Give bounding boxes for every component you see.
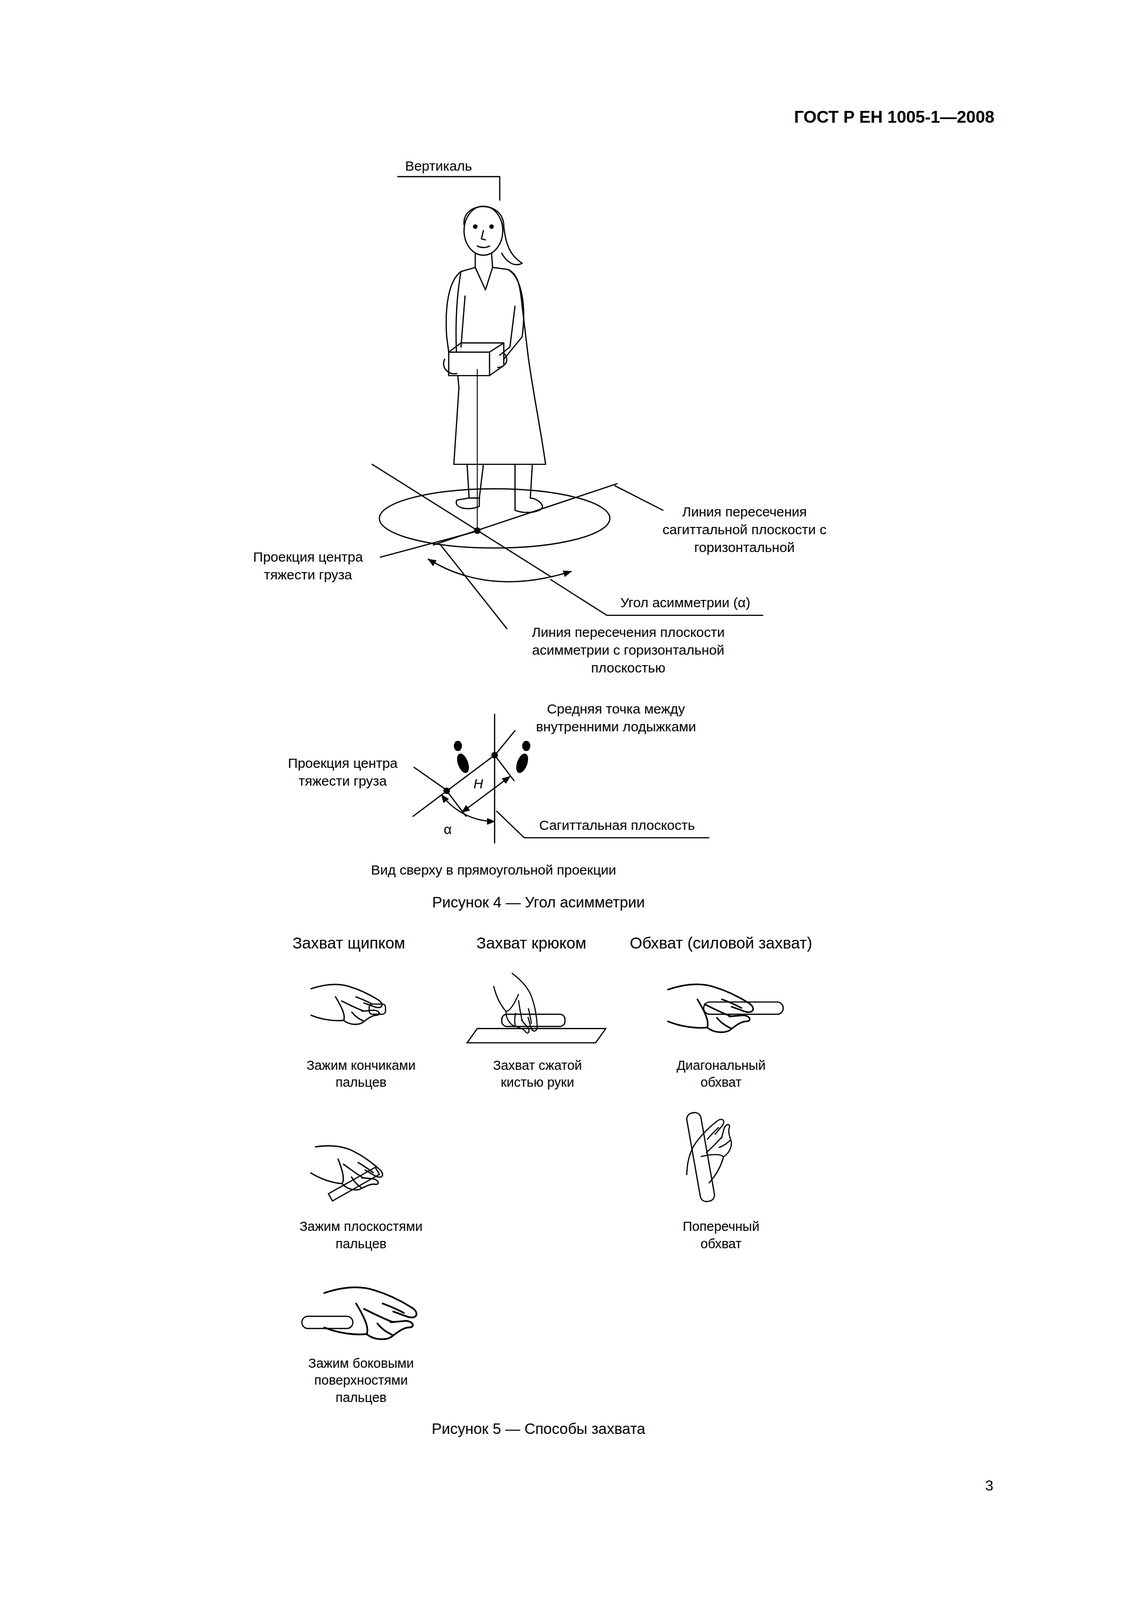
woman-figure	[372, 176, 763, 629]
grip-caption: Поперечный обхват	[665, 1217, 777, 1252]
grip-group-heading: Захват крюком	[444, 932, 618, 954]
leader-label-text: Угол асимметрии (α)	[620, 594, 751, 610]
grip-group-heading-text: Захват крюком	[476, 933, 587, 952]
figure-caption: Рисунок 4 — Угол асимметрии	[354, 892, 722, 913]
grip-caption-text: Захват сжатой кистью руки	[492, 1057, 582, 1090]
grip-group-heading-text: Захват щипком	[292, 933, 405, 952]
angle-label: α	[439, 819, 457, 838]
grip-caption: Захват сжатой кистью руки	[476, 1056, 599, 1091]
leader-label: Угол асимметрии (α)	[599, 593, 772, 612]
page-number-text: 3	[985, 1476, 994, 1494]
dimension-label: H	[470, 775, 487, 793]
angle-label-text: α	[443, 821, 452, 837]
grip-caption-text: Зажим боковыми поверхностями пальцев	[308, 1355, 415, 1405]
leader-label-text: Сагиттальная плоскость	[539, 817, 695, 833]
figure-label-text: Вертикаль	[404, 158, 473, 174]
grip-caption-text: Диагональный обхват	[676, 1057, 766, 1090]
figure-caption: Рисунок 5 — Способы захвата	[354, 1418, 722, 1439]
grip-group-heading: Обхват (силовой захват)	[593, 932, 849, 954]
leader-label: Линия пересечения сагиттальной плоскости…	[648, 502, 841, 556]
grip-caption: Зажим боковыми поверхностями пальцев	[290, 1354, 431, 1406]
grip-group-heading: Захват щипком	[262, 932, 436, 954]
view-note: Вид сверху в прямоугольной проекции	[320, 860, 667, 879]
grip-caption: Зажим плоскостями пальцев	[280, 1217, 441, 1252]
leader-label: Проекция центра тяжести груза	[238, 547, 378, 584]
figure-label: Вертикаль	[391, 156, 486, 175]
leader-label-text: Линия пересечения плоскости асимметрии с…	[531, 624, 725, 675]
document-header-text: ГОСТ Р ЕН 1005-1—2008	[793, 107, 995, 127]
figure-caption-text: Рисунок 4 — Угол асимметрии	[432, 893, 645, 911]
leader-label: Сагиттальная плоскость	[518, 815, 715, 834]
leader-label: Проекция центра тяжести груза	[272, 753, 413, 790]
leader-label-text: Линия пересечения сагиттальной плоскости…	[662, 503, 827, 555]
leader-label-text: Средняя точка между внутренними лодыжкам…	[535, 700, 696, 734]
document-header: ГОСТ Р ЕН 1005-1—2008	[657, 106, 995, 129]
grip-caption-text: Поперечный обхват	[682, 1218, 760, 1251]
grip-group-heading-text: Обхват (силовой захват)	[629, 933, 813, 952]
page-number: 3	[976, 1475, 1002, 1495]
leader-label-text: Проекция центра тяжести груза	[287, 755, 398, 789]
view-note-text: Вид сверху в прямоугольной проекции	[371, 861, 617, 877]
grip-illustrations	[301, 970, 784, 1339]
grip-caption: Зажим кончиками пальцев	[288, 1056, 434, 1091]
grip-caption: Диагональный обхват	[659, 1056, 783, 1091]
grip-caption-text: Зажим плоскостями пальцев	[299, 1218, 423, 1251]
leader-label: Средняя точка между внутренними лодыжкам…	[517, 699, 716, 736]
leader-label: Линия пересечения плоскости асимметрии с…	[508, 622, 748, 677]
dimension-label-text: H	[473, 776, 483, 791]
grip-caption-text: Зажим кончиками пальцев	[306, 1057, 416, 1090]
leader-label-text: Проекция центра тяжести груза	[253, 549, 363, 582]
figure-caption-text: Рисунок 5 — Способы захвата	[431, 1419, 646, 1437]
